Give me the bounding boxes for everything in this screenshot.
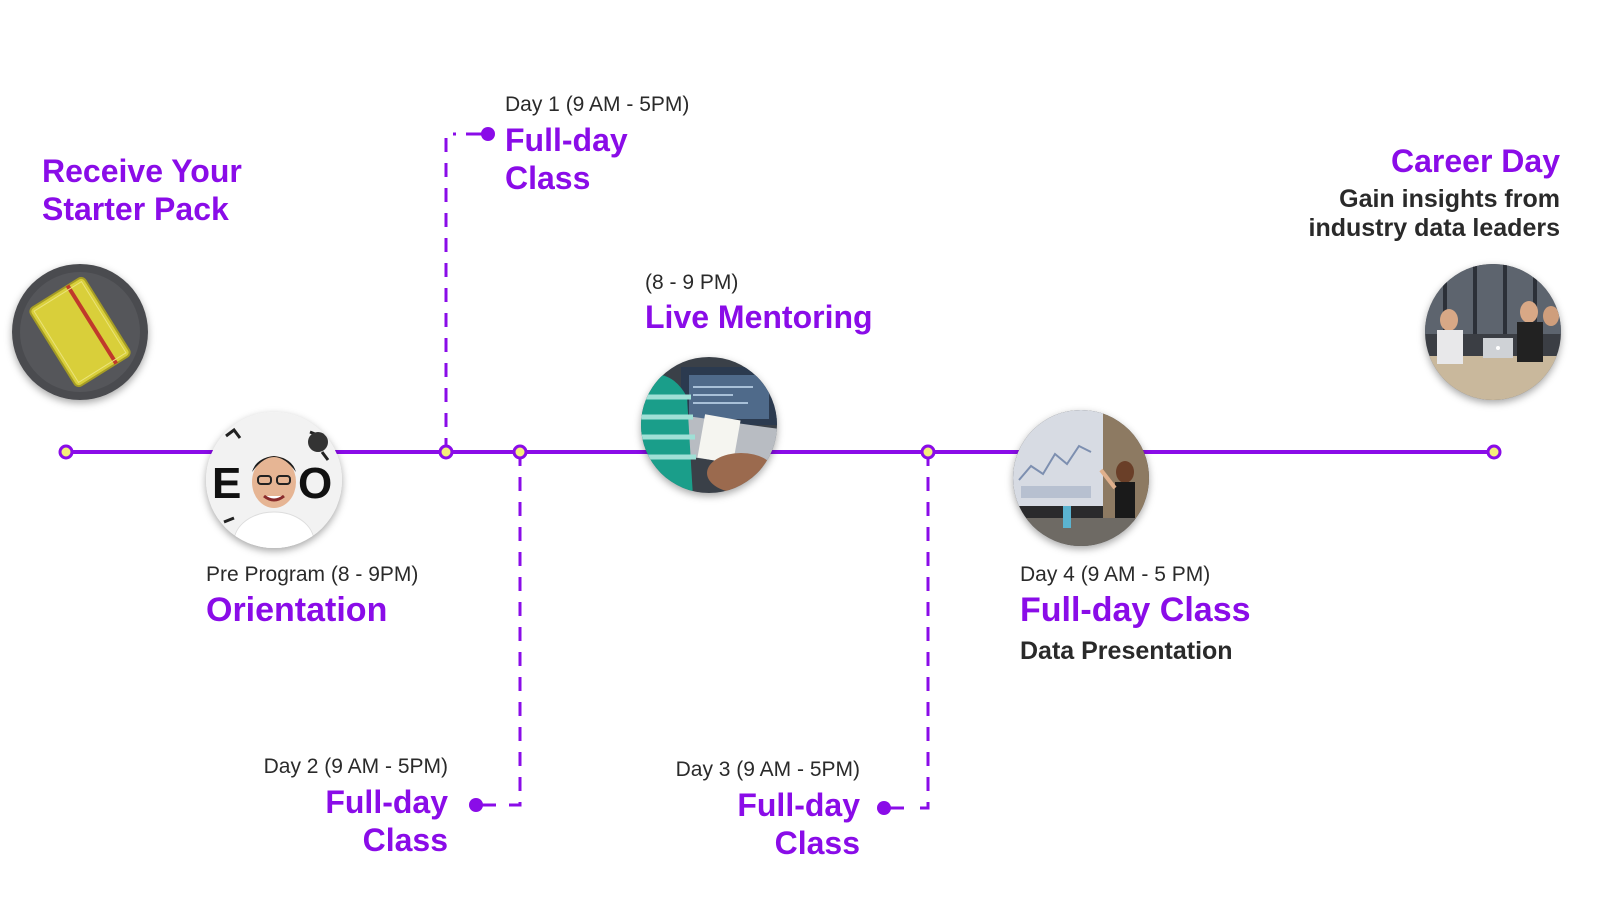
starter-pack-title-line2: Starter Pack bbox=[42, 191, 229, 227]
career-day-photo bbox=[1425, 264, 1561, 400]
day3-connector bbox=[913, 452, 930, 810]
timeline-dot-day1 bbox=[438, 444, 454, 460]
day3-title-line2: Class bbox=[774, 825, 860, 861]
mentoring-photo bbox=[641, 357, 777, 493]
svg-text:E: E bbox=[212, 459, 241, 508]
day2-title-line2: Class bbox=[362, 822, 448, 858]
day4-time: Day 4 (9 AM - 5 PM) bbox=[1020, 563, 1211, 586]
orientation-photo: E O bbox=[206, 412, 342, 548]
career-day-subtitle-line2: industry data leaders bbox=[1308, 214, 1560, 242]
timeline-dot-end bbox=[1486, 444, 1502, 460]
starter-pack-title: Receive Your Starter Pack bbox=[42, 152, 242, 228]
day3-title: Full-day Class bbox=[737, 786, 860, 862]
timeline-dot-day3 bbox=[920, 444, 936, 460]
svg-text:O: O bbox=[298, 459, 332, 508]
day2-title: Full-day Class bbox=[325, 783, 448, 859]
day1-title-line2: Class bbox=[505, 160, 591, 196]
mentoring-time: (8 - 9 PM) bbox=[645, 271, 739, 294]
day1-connector-dot bbox=[481, 127, 495, 141]
day1-title: Full-day Class bbox=[505, 121, 628, 197]
day4-subtitle: Data Presentation bbox=[1020, 637, 1233, 665]
day2-title-line1: Full-day bbox=[325, 784, 448, 820]
day1-connector bbox=[444, 132, 456, 452]
day1-time: Day 1 (9 AM - 5PM) bbox=[505, 93, 690, 116]
day4-title: Full-day Class bbox=[1020, 591, 1251, 629]
day3-connector-dot bbox=[877, 801, 891, 815]
orientation-time: Pre Program (8 - 9PM) bbox=[206, 563, 419, 586]
starter-pack-title-line1: Receive Your bbox=[42, 153, 242, 189]
career-day-subtitle: Gain insights from industry data leaders bbox=[1309, 185, 1560, 243]
day2-time: Day 2 (9 AM - 5PM) bbox=[263, 755, 448, 778]
timeline-dot-start bbox=[58, 444, 74, 460]
day1-title-line1: Full-day bbox=[505, 122, 628, 158]
timeline-dot-day2 bbox=[512, 444, 528, 460]
mentoring-title: Live Mentoring bbox=[645, 299, 873, 335]
day4-photo bbox=[1013, 410, 1149, 546]
career-day-title: Career Day bbox=[1391, 143, 1560, 179]
day2-connector bbox=[505, 452, 522, 807]
day3-time: Day 3 (9 AM - 5PM) bbox=[675, 758, 860, 781]
orientation-title: Orientation bbox=[206, 591, 388, 629]
starter-pack-photo bbox=[12, 264, 148, 400]
day3-title-line1: Full-day bbox=[737, 787, 860, 823]
day2-connector-dot bbox=[469, 798, 483, 812]
career-day-subtitle-line1: Gain insights from bbox=[1339, 185, 1560, 213]
